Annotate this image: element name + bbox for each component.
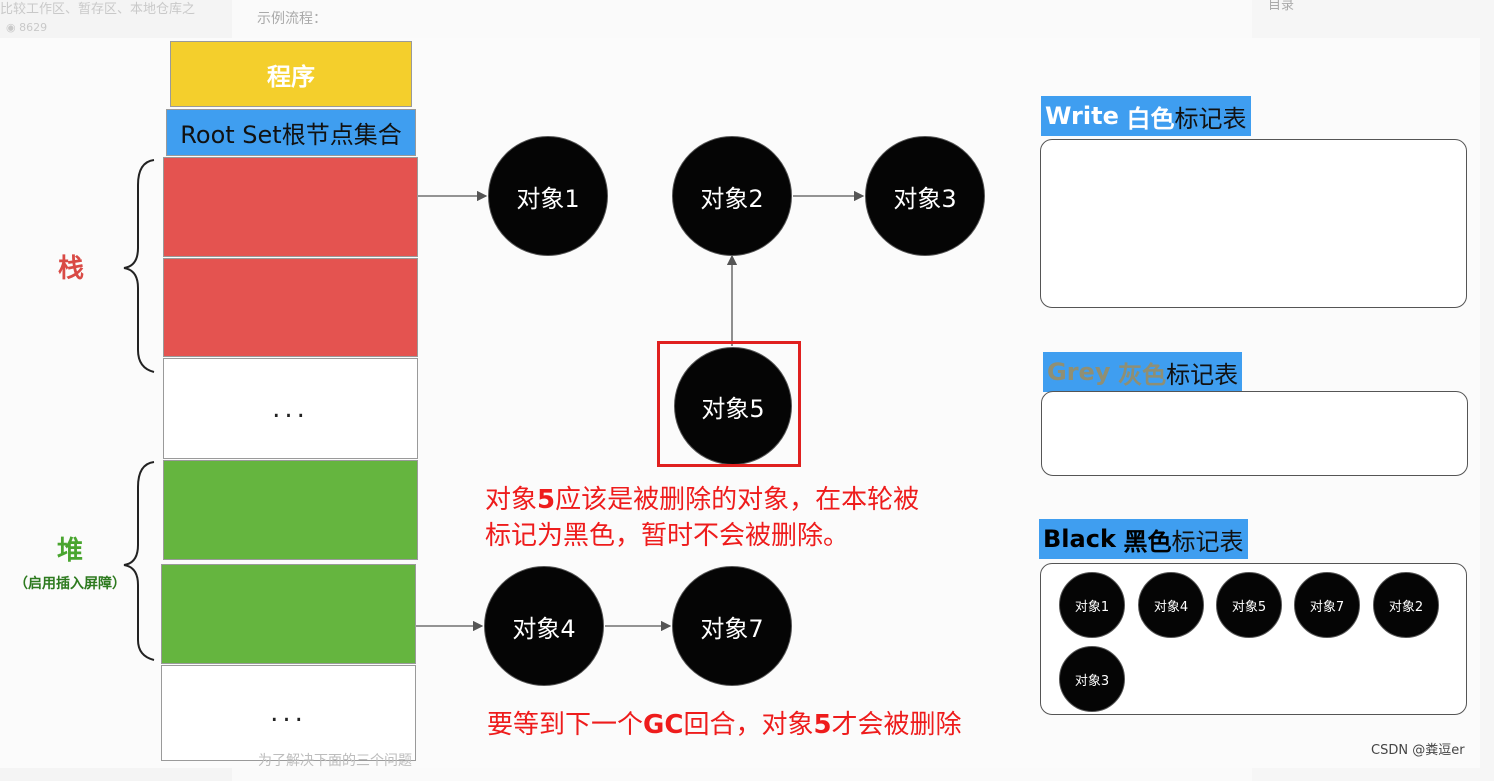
stack-slot-ellipsis: ...: [163, 358, 418, 459]
black-item-obj5: 对象5: [1216, 572, 1282, 638]
program-box: 程序: [170, 41, 412, 107]
node-obj1: 对象1: [488, 136, 608, 256]
white-mark-table: [1040, 139, 1467, 308]
eye-icon: ◉: [6, 21, 16, 34]
black-mark-table: 对象1 对象4 对象5 对象7 对象2 对象3: [1040, 563, 1467, 715]
grey-table-title: Grey 灰色标记表: [1043, 352, 1243, 392]
note-obj5-explanation: 对象5应该是被删除的对象，在本轮被 标记为黑色，暂时不会被删除。: [485, 482, 919, 554]
background-header-text: 示例流程：: [257, 11, 327, 27]
black-item-obj1: 对象1: [1059, 572, 1125, 638]
stack-slot-2: [163, 258, 418, 357]
black-item-obj3: 对象3: [1059, 646, 1125, 712]
toc-header: 目录: [1268, 0, 1295, 13]
black-item-obj2: 对象2: [1373, 572, 1439, 638]
obj5-highlight-box: [657, 341, 801, 467]
heap-slot-ellipsis: ...: [161, 665, 416, 761]
stack-brace: [123, 159, 155, 373]
heap-slot-2: [161, 564, 416, 664]
note-next-gc: 要等到下一个GC回合，对象5才会被删除: [487, 710, 962, 740]
node-obj4: 对象4: [484, 566, 604, 686]
heap-label: 堆: [57, 536, 84, 566]
heap-brace: [123, 461, 155, 661]
grey-mark-table: [1041, 391, 1468, 476]
root-set-box: Root Set根节点集合: [166, 109, 416, 156]
note-line-1: 对象5应该是被删除的对象，在本轮被: [485, 485, 920, 515]
black-table-title: Black 黑色标记表: [1039, 519, 1248, 559]
node-obj3: 对象3: [865, 136, 985, 256]
view-count-value: 8629: [19, 21, 48, 34]
node-obj2: 对象2: [672, 136, 792, 256]
white-table-title: Write 白色标记表: [1041, 96, 1251, 136]
node-obj7: 对象7: [672, 566, 792, 686]
stack-label: 栈: [58, 254, 85, 284]
note-line-2: 标记为黑色，暂时不会被删除。: [485, 521, 850, 551]
heap-insert-barrier-label: （启用插入屏障）: [14, 576, 126, 592]
black-item-obj4: 对象4: [1138, 572, 1204, 638]
background-article-title: 比较工作区、暂存区、本地仓库之: [0, 2, 196, 17]
background-bottom-text: 为了解决下面的三个问题: [258, 753, 412, 769]
csdn-watermark: CSDN @粪逗er: [1371, 743, 1465, 758]
view-count: ◉ 8629: [6, 21, 47, 34]
black-item-obj7: 对象7: [1294, 572, 1360, 638]
stack-slot-1: [163, 157, 418, 257]
heap-slot-1: [163, 460, 418, 560]
node-obj5: 对象5: [674, 347, 792, 465]
